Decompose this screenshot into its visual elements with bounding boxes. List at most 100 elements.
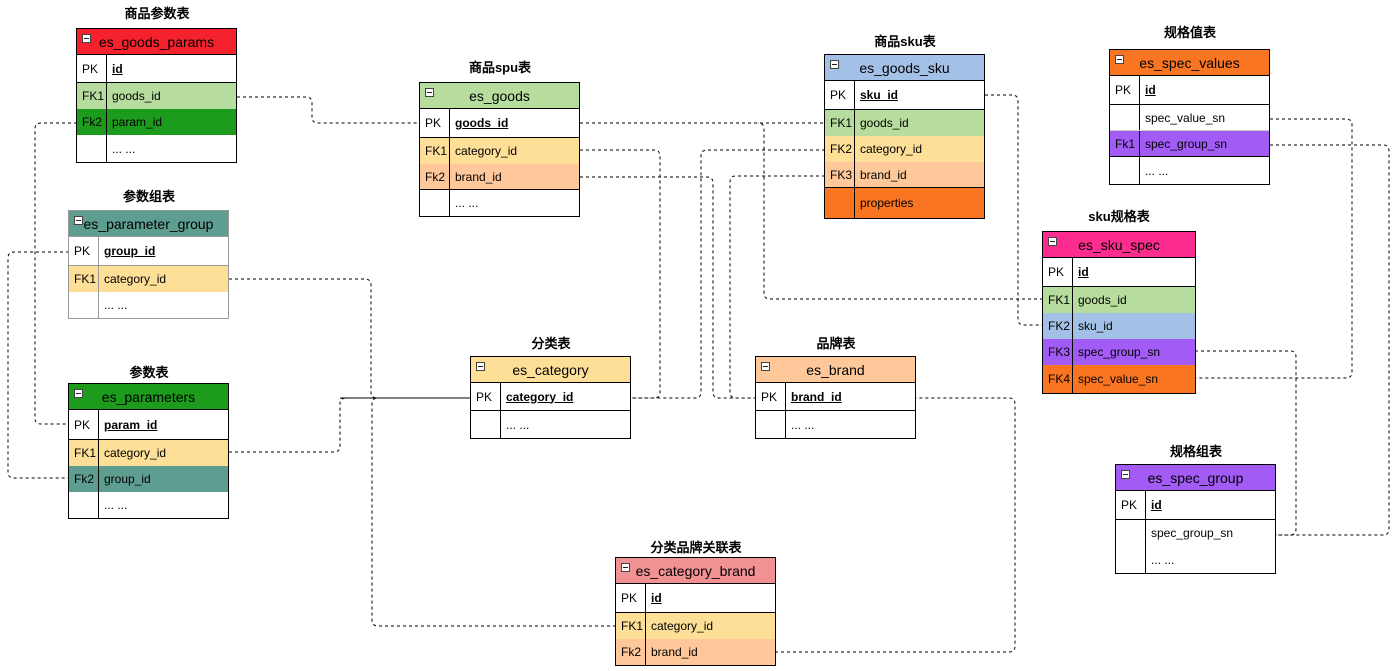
table-row[interactable]: ... ... (756, 411, 915, 438)
collapse-icon[interactable] (74, 216, 83, 225)
table-name: es_sku_spec (1078, 237, 1160, 253)
key-cell (1110, 157, 1140, 184)
field-cell: ... ... (112, 141, 136, 156)
table-row[interactable]: properties (825, 188, 984, 218)
field-cell: param_id (104, 417, 158, 432)
field-cell: sku_id (860, 88, 899, 102)
table-row[interactable]: ... ... (77, 135, 236, 162)
field-cell: category_id (104, 272, 167, 286)
key-cell: PK (1110, 76, 1140, 104)
collapse-icon[interactable] (476, 362, 485, 371)
key-cell: FK2 (825, 136, 855, 162)
field-cell: goods_id (860, 116, 909, 130)
table-row[interactable]: spec_group_sn (1116, 520, 1275, 546)
table-row[interactable]: ... ... (471, 411, 630, 438)
table-header[interactable]: es_sku_spec (1043, 232, 1195, 258)
collapse-icon[interactable] (1048, 237, 1057, 246)
key-cell (69, 492, 99, 518)
link-group-param (7, 251, 69, 479)
key-cell (825, 188, 855, 218)
table-row[interactable]: ... ... (420, 190, 579, 216)
table-header[interactable]: es_category_brand (616, 558, 775, 584)
table-header[interactable]: es_category (471, 357, 630, 383)
field-cell: brand_id (860, 167, 907, 182)
table-header[interactable]: es_spec_group (1116, 465, 1275, 491)
table-name: es_parameter_group (83, 216, 214, 232)
table-header[interactable]: es_goods_params (77, 29, 236, 55)
table-name: es_spec_values (1139, 55, 1240, 71)
key-cell (1116, 546, 1146, 573)
collapse-icon[interactable] (621, 563, 630, 572)
link-params-goods (237, 96, 420, 124)
table-row[interactable]: spec_value_sn (1110, 105, 1269, 131)
table-row[interactable]: ... ... (1116, 546, 1275, 573)
collapse-icon[interactable] (82, 34, 91, 43)
field-cell: ... ... (791, 417, 815, 432)
key-cell: FK1 (420, 138, 450, 164)
table-header[interactable]: es_parameters (69, 384, 228, 410)
collapse-icon[interactable] (1121, 470, 1130, 479)
field-cell: ... ... (104, 298, 128, 312)
collapse-icon[interactable] (761, 362, 770, 371)
table-caption-sku-spec: sku规格表 (1088, 209, 1150, 224)
key-cell (77, 135, 107, 162)
collapse-icon[interactable] (74, 389, 83, 398)
table-header[interactable]: es_spec_values (1110, 50, 1269, 76)
table-header[interactable]: es_parameter_group (69, 211, 228, 237)
link-sku-skuspec (985, 94, 1043, 326)
table-header[interactable]: es_brand (756, 357, 915, 383)
field-cell: spec_group_sn (1078, 345, 1161, 359)
table-header[interactable]: es_goods_sku (825, 55, 984, 81)
table-row[interactable]: ... ... (69, 292, 228, 318)
table-header[interactable]: es_goods (420, 83, 579, 109)
field-cell: group_id (104, 472, 151, 486)
field-cell: param_id (112, 115, 163, 129)
collapse-icon[interactable] (1115, 55, 1124, 64)
table-row[interactable]: ... ... (69, 492, 228, 518)
table-row[interactable]: ... ... (1110, 157, 1269, 184)
collapse-icon[interactable] (830, 60, 839, 69)
key-cell (420, 190, 450, 216)
key-cell (1116, 520, 1146, 546)
collapse-icon[interactable] (425, 88, 434, 97)
